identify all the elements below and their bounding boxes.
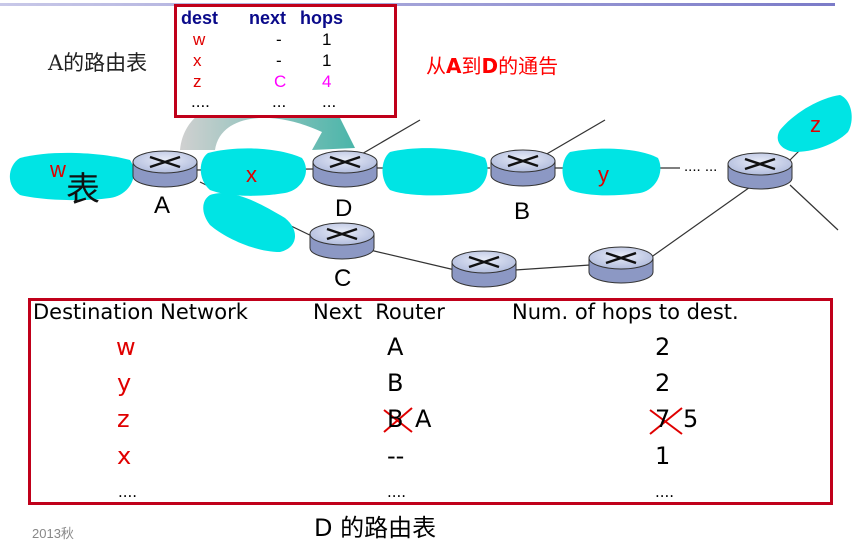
cloud-x — [200, 148, 306, 196]
link-ellipsis: .... ... — [684, 158, 718, 175]
d-row-next-old: B — [387, 405, 404, 433]
cloud-z — [777, 95, 852, 152]
d-row-dest: .... — [118, 483, 138, 501]
d-header-dest: Destination Network — [33, 300, 248, 324]
advert-row-next: C — [274, 72, 287, 91]
cloud-w — [9, 152, 134, 201]
d-row-hops: 5 — [683, 405, 699, 433]
advert-table — [174, 4, 397, 118]
d-row-hops: 1 — [655, 442, 671, 470]
d-row-dest: y — [117, 369, 132, 397]
cloud-lower — [203, 192, 296, 252]
advert-row-hops: 1 — [322, 51, 332, 70]
link-b-up — [544, 119, 606, 156]
advert-row-dest: w — [193, 30, 206, 49]
router-bottom-1 — [451, 250, 517, 288]
advert-row-hops: ... — [322, 92, 337, 111]
advert-row-dest: z — [193, 72, 202, 91]
d-routing-table — [28, 298, 833, 505]
d-header-hops: Num. of hops to dest. — [512, 300, 739, 324]
router-a-label: A — [154, 192, 171, 219]
router-bottom-2 — [588, 246, 654, 284]
network-z-label: z — [810, 112, 821, 137]
d-table-caption: D 的路由表 — [314, 514, 437, 542]
advert-row-dest: x — [193, 51, 202, 70]
link-r3-out — [789, 184, 839, 231]
link-d-up1 — [359, 119, 421, 156]
top-rule — [0, 3, 835, 6]
advert-row-next: ... — [272, 92, 287, 111]
network-y-label: y — [598, 162, 609, 187]
stray-char: 表 — [66, 170, 100, 210]
d-row-next: A — [415, 405, 432, 433]
advert-row-next: - — [276, 51, 282, 70]
d-row-hops: .... — [655, 483, 675, 501]
router-b-label: B — [514, 198, 531, 225]
advert-row-dest: .... — [191, 92, 210, 111]
link-c-r1 — [369, 249, 456, 271]
strike-hops-old-2 — [649, 409, 683, 435]
router-right — [727, 152, 793, 190]
d-row-dest: z — [117, 405, 130, 433]
advert-header-dest: dest — [181, 8, 219, 28]
d-row-next: -- — [387, 442, 405, 470]
router-c-label: C — [334, 265, 352, 292]
link-r1-r2 — [514, 264, 591, 271]
advert-row-next: - — [276, 30, 282, 49]
d-header-next: Next Router — [313, 300, 445, 324]
cloud-y — [562, 148, 661, 196]
a-table-label: A的路由表 — [48, 51, 148, 75]
advert-row-hops: 1 — [322, 30, 332, 49]
d-row-next: .... — [387, 483, 407, 501]
d-row-next: B — [387, 369, 404, 397]
link-r2-r3 — [649, 179, 761, 259]
d-row-dest: x — [117, 442, 132, 470]
footer-term: 2013秋 — [32, 526, 74, 541]
router-d-label: D — [335, 195, 353, 222]
d-row-dest: w — [116, 333, 136, 361]
advert-header-next: next — [249, 8, 287, 28]
network-w-label: w — [50, 157, 66, 182]
strike-next-old-2 — [383, 409, 413, 433]
advert-note: 从A到D的通告 — [426, 54, 559, 78]
router-a — [132, 150, 198, 188]
cloud-mid — [382, 148, 488, 196]
d-row-hops: 2 — [655, 369, 671, 397]
d-row-hops: 2 — [655, 333, 671, 361]
advert-header-hops: hops — [300, 8, 343, 28]
router-b — [490, 149, 556, 187]
strike-marks — [383, 407, 683, 435]
d-row-next: A — [387, 333, 404, 361]
network-x-label: x — [246, 162, 257, 187]
router-c — [309, 222, 375, 260]
advert-row-hops: 4 — [322, 72, 332, 91]
router-d — [312, 150, 378, 188]
d-row-hops-old: 7 — [655, 405, 671, 433]
